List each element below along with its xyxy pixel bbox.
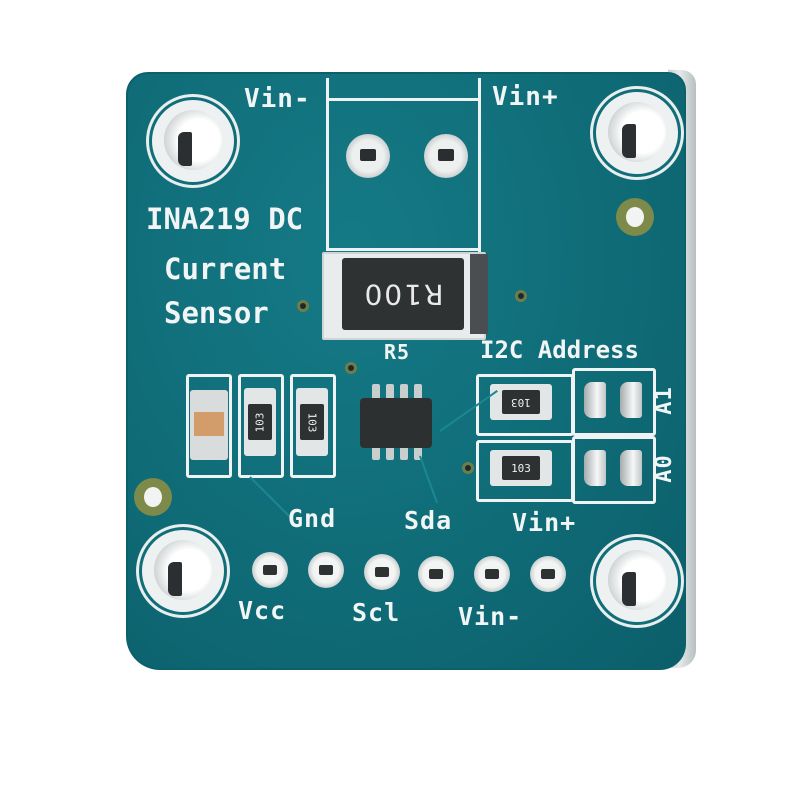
board-title-line1: INA219 DC (146, 202, 304, 236)
shunt-resistor: R100 (322, 252, 488, 340)
via-right (616, 198, 654, 236)
pin-label-vcc: Vcc (238, 596, 287, 625)
capacitor-outline (186, 374, 232, 478)
resistor-left-2: 103 (296, 388, 328, 456)
jumper-a1-pad-left[interactable] (584, 382, 606, 418)
jumper-a0-pad-left[interactable] (584, 450, 606, 486)
ic-pin (414, 384, 422, 400)
resistor-left-1: 103 (244, 388, 276, 456)
pin-label-sda: Sda (404, 506, 453, 535)
capacitor (190, 390, 228, 460)
ic-pin (400, 384, 408, 400)
pin-label-vin-plus: Vin+ (512, 508, 577, 537)
shunt-marking: R100 (362, 278, 444, 311)
ic-pin (386, 444, 394, 460)
mounting-hole-top-right (596, 92, 678, 174)
terminal-label-vin-minus: Vin- (244, 84, 311, 114)
resistor-marking: 103 (253, 412, 267, 432)
mounting-hole-bottom-left (142, 530, 224, 612)
terminal-outline-top (326, 98, 481, 101)
jumper-a1-pad-right[interactable] (620, 382, 642, 418)
terminal-pad-vin-minus (346, 134, 390, 178)
terminal-outline-bottom (326, 248, 481, 251)
addr-resistor-2: 103 (490, 450, 552, 486)
via-small (345, 362, 357, 374)
jumper-label-a0: A0 (651, 454, 677, 483)
via-small (297, 300, 309, 312)
shunt-ref-label: R5 (384, 340, 411, 364)
header-pin-gnd[interactable] (308, 552, 344, 588)
ic-pin (414, 444, 422, 460)
resistor-outline (238, 374, 284, 478)
header-pin-scl[interactable] (364, 554, 400, 590)
jumper-a1-outline (572, 368, 656, 436)
jumper-label-a1: A1 (651, 386, 677, 415)
jumper-a0-outline (572, 436, 656, 504)
terminal-outline-left (326, 78, 329, 250)
ic-pin (372, 384, 380, 400)
resistor-marking: 103 (511, 395, 531, 409)
terminal-label-vin-plus: Vin+ (492, 82, 559, 112)
terminal-pad-vin-plus (424, 134, 468, 178)
resistor-marking: 103 (305, 412, 319, 432)
pin-label-gnd: Gnd (288, 504, 337, 533)
resistor-outline (290, 374, 336, 478)
ic-pin (372, 444, 380, 460)
resistor-marking: 103 (511, 461, 531, 475)
board-title-line3: Sensor (164, 296, 269, 330)
mounting-hole-bottom-right (596, 540, 678, 622)
mounting-hole-top-left (152, 100, 234, 182)
pin-label-scl: Scl (352, 598, 401, 627)
i2c-address-label: I2C Address (480, 336, 639, 364)
header-pin-vin-minus[interactable] (474, 556, 510, 592)
jumper-a0-pad-right[interactable] (620, 450, 642, 486)
terminal-outline-right (478, 78, 481, 254)
via-left (134, 478, 172, 516)
via-small (515, 290, 527, 302)
pin-label-vin-minus: Vin- (458, 602, 523, 631)
via-small (462, 462, 474, 474)
header-pin-vin-plus[interactable] (530, 556, 566, 592)
addr-resistor-1: 103 (490, 384, 552, 420)
ic-pin (386, 384, 394, 400)
header-pin-vcc[interactable] (252, 552, 288, 588)
header-pin-sda[interactable] (418, 556, 454, 592)
ic-pin (400, 444, 408, 460)
board-title-line2: Current (164, 252, 287, 286)
ina219-chip (360, 398, 432, 448)
